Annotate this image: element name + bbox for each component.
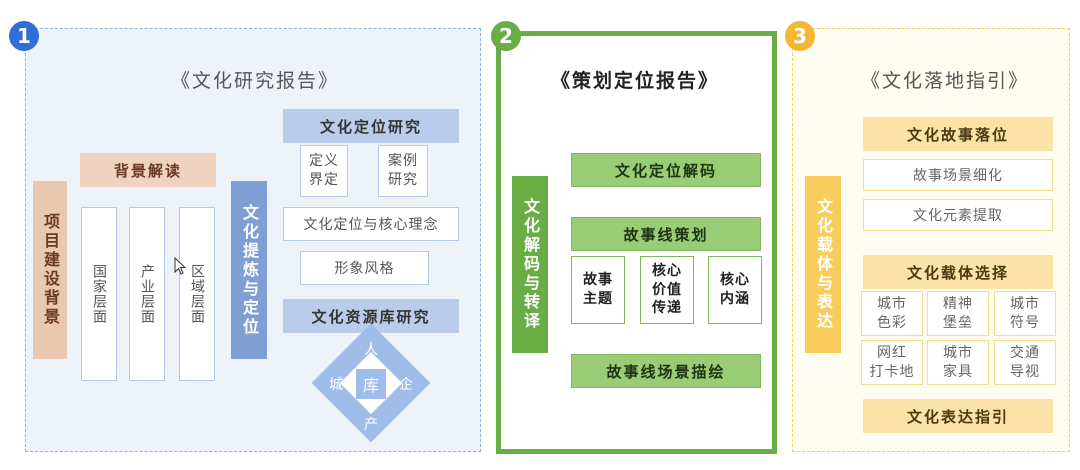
scene-refine-box: 故事场景细化 <box>863 159 1053 191</box>
core-connotation-box: 核心 内涵 <box>708 256 762 324</box>
carrier-spirit-fort: 精神 堡垒 <box>927 291 989 336</box>
carrier-hotspot: 网红 打卡地 <box>861 340 923 385</box>
core-concept-box: 文化定位与核心理念 <box>283 207 459 241</box>
positioning-decode-header: 文化定位解码 <box>571 153 761 187</box>
diamond-right-label: 企 <box>399 377 413 393</box>
panel3-title: 《文化落地指引》 <box>860 70 1029 92</box>
scene-depiction-header: 故事线场景描绘 <box>571 354 761 388</box>
step-badge-2: 2 <box>491 21 521 51</box>
panel2-title: 《策划定位报告》 <box>550 70 719 92</box>
element-extract-box: 文化元素提取 <box>863 199 1053 231</box>
carrier-city-symbol: 城市 符号 <box>994 291 1056 336</box>
carrier-city-furniture: 城市 家具 <box>927 340 989 385</box>
definition-box: 定义 界定 <box>300 145 348 197</box>
culture-refine-label: 文化提炼与定位 <box>231 181 267 359</box>
project-background-label: 项目建设背景 <box>33 181 67 359</box>
diamond-left-label: 城 <box>329 377 343 393</box>
layer-national: 国家层面 <box>81 207 117 381</box>
background-reading-header: 背景解读 <box>80 153 216 187</box>
carrier-traffic-sign: 交通 导视 <box>994 340 1056 385</box>
culture-carrier-label: 文化载体与表达 <box>805 176 841 353</box>
diamond-top-label: 人 <box>364 342 378 358</box>
diamond-center-label: 库 <box>356 369 386 399</box>
diamond-bottom-label: 产 <box>364 417 378 433</box>
case-study-box: 案例 研究 <box>378 145 428 197</box>
core-value-box: 核心 价值 传递 <box>640 256 694 324</box>
layer-regional: 区域层面 <box>179 207 215 381</box>
culture-decoding-label: 文化解码与转译 <box>512 176 548 353</box>
layer-industry: 产业层面 <box>129 207 165 381</box>
expression-guide-header: 文化表达指引 <box>863 399 1053 433</box>
carrier-selection-header: 文化载体选择 <box>863 255 1053 289</box>
step-badge-1: 1 <box>9 21 39 51</box>
cursor-icon <box>174 257 187 275</box>
step-badge-3: 3 <box>785 21 815 51</box>
culture-positioning-header: 文化定位研究 <box>283 109 459 143</box>
story-theme-box: 故事 主题 <box>571 256 625 324</box>
image-style-box: 形象风格 <box>300 251 429 285</box>
storyline-planning-header: 故事线策划 <box>571 217 761 251</box>
story-landing-header: 文化故事落位 <box>863 117 1053 151</box>
carrier-city-color: 城市 色彩 <box>861 291 923 336</box>
panel1-title: 《文化研究报告》 <box>170 70 339 92</box>
